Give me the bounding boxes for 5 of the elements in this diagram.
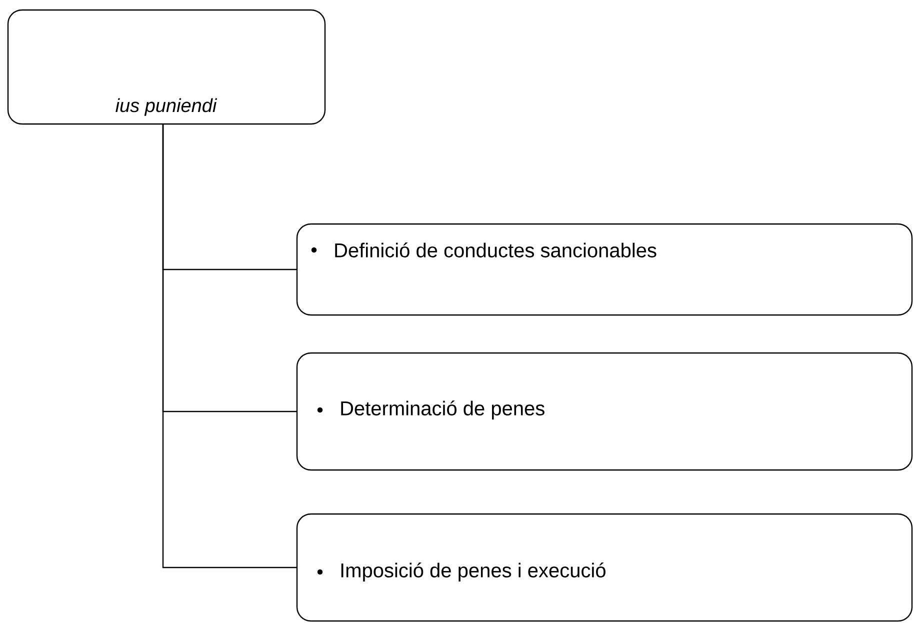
item-box: Determinació de penes bbox=[296, 352, 913, 471]
item-box: Definició de conductes sancionables bbox=[296, 223, 913, 316]
title-box: ius puniendi bbox=[7, 9, 326, 125]
connector-line bbox=[162, 124, 297, 568]
item-box: Imposició de penes i execució bbox=[296, 513, 913, 622]
